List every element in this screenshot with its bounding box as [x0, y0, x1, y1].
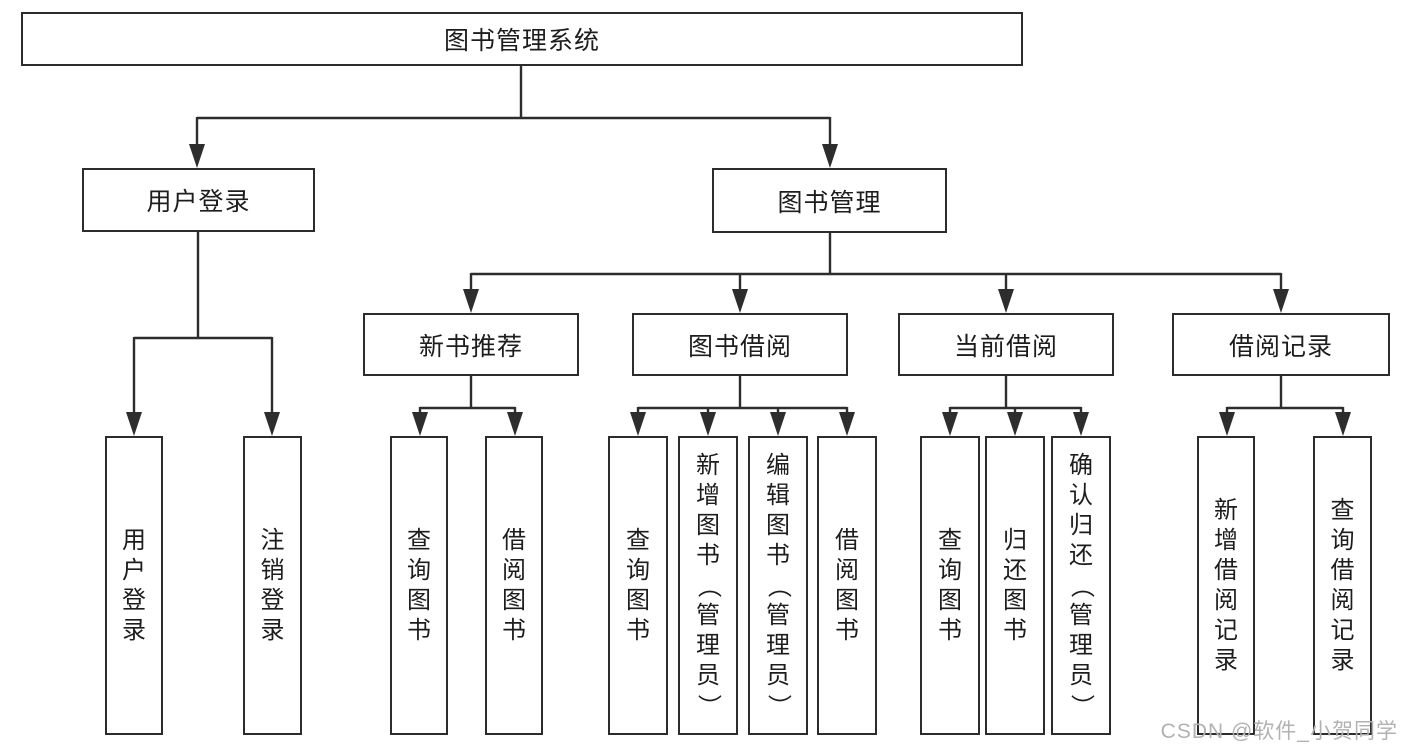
leaf-records-add-record: 新增借阅记录 [1197, 436, 1255, 735]
leaf-records-query-record: 查询借阅记录 [1313, 436, 1372, 735]
node-user-login: 用户登录 [82, 168, 315, 232]
leaf-borrow-edit-books-admin: 编辑图书（管理员） [748, 436, 808, 735]
leaf-borrow-query-books: 查询图书 [608, 436, 668, 735]
leaf-borrow-add-books-admin: 新增图书（管理员） [678, 436, 738, 735]
node-book-management: 图书管理 [712, 168, 947, 233]
node-root: 图书管理系统 [21, 12, 1023, 66]
leaf-current-return-books: 归还图书 [985, 436, 1045, 735]
leaf-logout: 注销登录 [243, 436, 302, 735]
node-borrowing-records: 借阅记录 [1172, 313, 1390, 376]
csdn-watermark: CSDN @软件_小贺同学 [1160, 720, 1398, 743]
leaf-recommend-query-books: 查询图书 [390, 436, 448, 735]
leaf-current-query-books: 查询图书 [920, 436, 980, 735]
leaf-recommend-borrow-books: 借阅图书 [485, 436, 543, 735]
node-book-borrowing: 图书借阅 [632, 313, 848, 376]
leaf-borrow-borrow-books: 借阅图书 [817, 436, 877, 735]
leaf-current-confirm-return-admin: 确认归还（管理员） [1051, 436, 1111, 735]
node-new-book-recommendation: 新书推荐 [363, 313, 579, 376]
leaf-user-login: 用户登录 [105, 436, 163, 735]
node-current-borrowing: 当前借阅 [898, 313, 1114, 376]
